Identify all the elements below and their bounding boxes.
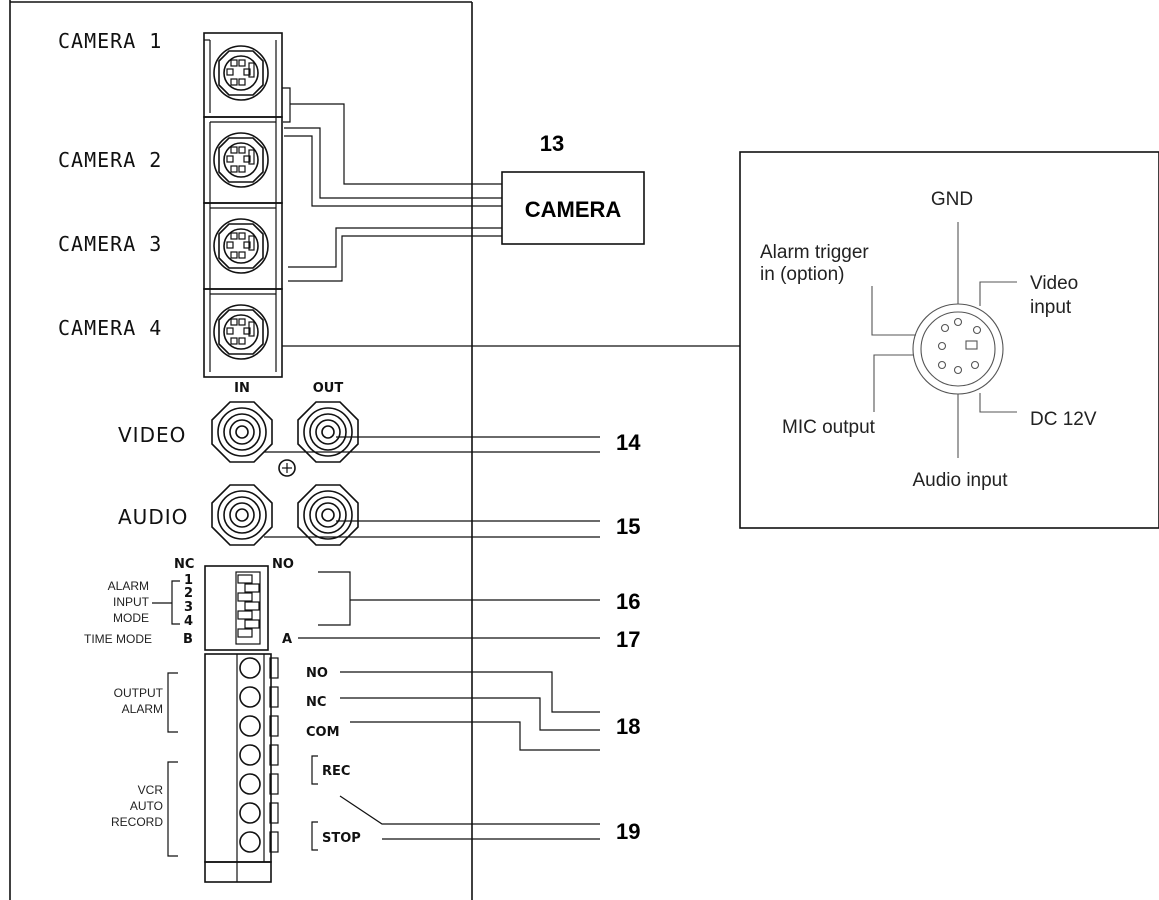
audio-out-jack-icon [297, 484, 359, 546]
callout-14: 14 [616, 430, 641, 455]
alarm-input-mode-line-2: INPUT [113, 595, 150, 609]
camera-1-label: CAMERA 1 [58, 29, 162, 53]
alarm-input-mode-line-3: MODE [113, 611, 149, 625]
terminal-no-label: NO [306, 666, 328, 681]
video-label: VIDEO [118, 423, 186, 447]
pinout-detail-panel [739, 151, 1159, 529]
camera-box-label: CAMERA [525, 197, 622, 222]
dip-num-1: 1 [184, 573, 193, 588]
dip-b-label: B [183, 632, 193, 647]
terminal-nc-label: NC [306, 695, 326, 710]
dip-a-label: A [282, 632, 292, 647]
audio-in-jack-icon [211, 484, 273, 546]
time-mode-label: TIME MODE [84, 632, 152, 646]
terminal-screws [239, 657, 279, 853]
vcr-line-3: RECORD [111, 815, 163, 829]
terminal-stop-label: STOP [322, 831, 361, 846]
camera-cables [282, 87, 740, 347]
video-in-jack-icon [211, 401, 273, 463]
dip-switch [204, 565, 269, 651]
pin-audio-label: Audio input [912, 470, 1008, 491]
terminal-rec-label: REC [322, 764, 350, 779]
pin-video-label-line-1: Video [1030, 273, 1078, 294]
camera-1-connector-icon [213, 45, 269, 101]
video-out-jack-icon [297, 401, 359, 463]
camera-box [501, 171, 645, 245]
pin-mic-label: MIC output [782, 417, 876, 438]
callout-16: 16 [616, 589, 640, 614]
av-out-label: OUT [313, 381, 344, 396]
mini-din-pinout-icon [871, 222, 1017, 458]
camera-connector-block [203, 32, 283, 378]
dip-num-3: 3 [184, 600, 193, 615]
av-in-label: IN [234, 381, 250, 396]
dip-nc-label: NC [174, 557, 194, 572]
terminal-com-label: COM [306, 725, 340, 740]
vcr-line-1: VCR [138, 783, 164, 797]
callout-13: 13 [540, 131, 564, 156]
dip-num-2: 2 [184, 586, 193, 601]
output-alarm-line-2: ALARM [122, 702, 163, 716]
dip-num-4: 4 [184, 614, 193, 629]
pin-alarm-label-line-2: in (option) [760, 264, 845, 285]
camera-4-label: CAMERA 4 [58, 316, 162, 340]
callout-18: 18 [616, 714, 640, 739]
camera-2-connector-icon [213, 132, 269, 188]
callout-15: 15 [616, 514, 640, 539]
audio-label: AUDIO [118, 505, 188, 529]
pin-alarm-label-line-1: Alarm trigger [760, 242, 869, 263]
camera-4-connector-icon [213, 304, 269, 360]
pin-dc-label: DC 12V [1030, 409, 1097, 430]
pin-gnd-label: GND [931, 189, 973, 210]
vcr-line-2: AUTO [130, 799, 163, 813]
camera-2-label: CAMERA 2 [58, 148, 162, 172]
callout-17: 17 [616, 627, 640, 652]
screw-icon [278, 459, 296, 477]
dip-switch-levers [237, 574, 260, 638]
pin-video-label-line-2: input [1030, 297, 1072, 318]
callout-19: 19 [616, 819, 640, 844]
camera-3-connector-icon [213, 218, 269, 274]
camera-3-label: CAMERA 3 [58, 232, 162, 256]
output-alarm-line-1: OUTPUT [114, 686, 164, 700]
alarm-input-mode-line-1: ALARM [108, 579, 149, 593]
terminal-block [204, 653, 272, 883]
dip-no-label: NO [272, 557, 294, 572]
